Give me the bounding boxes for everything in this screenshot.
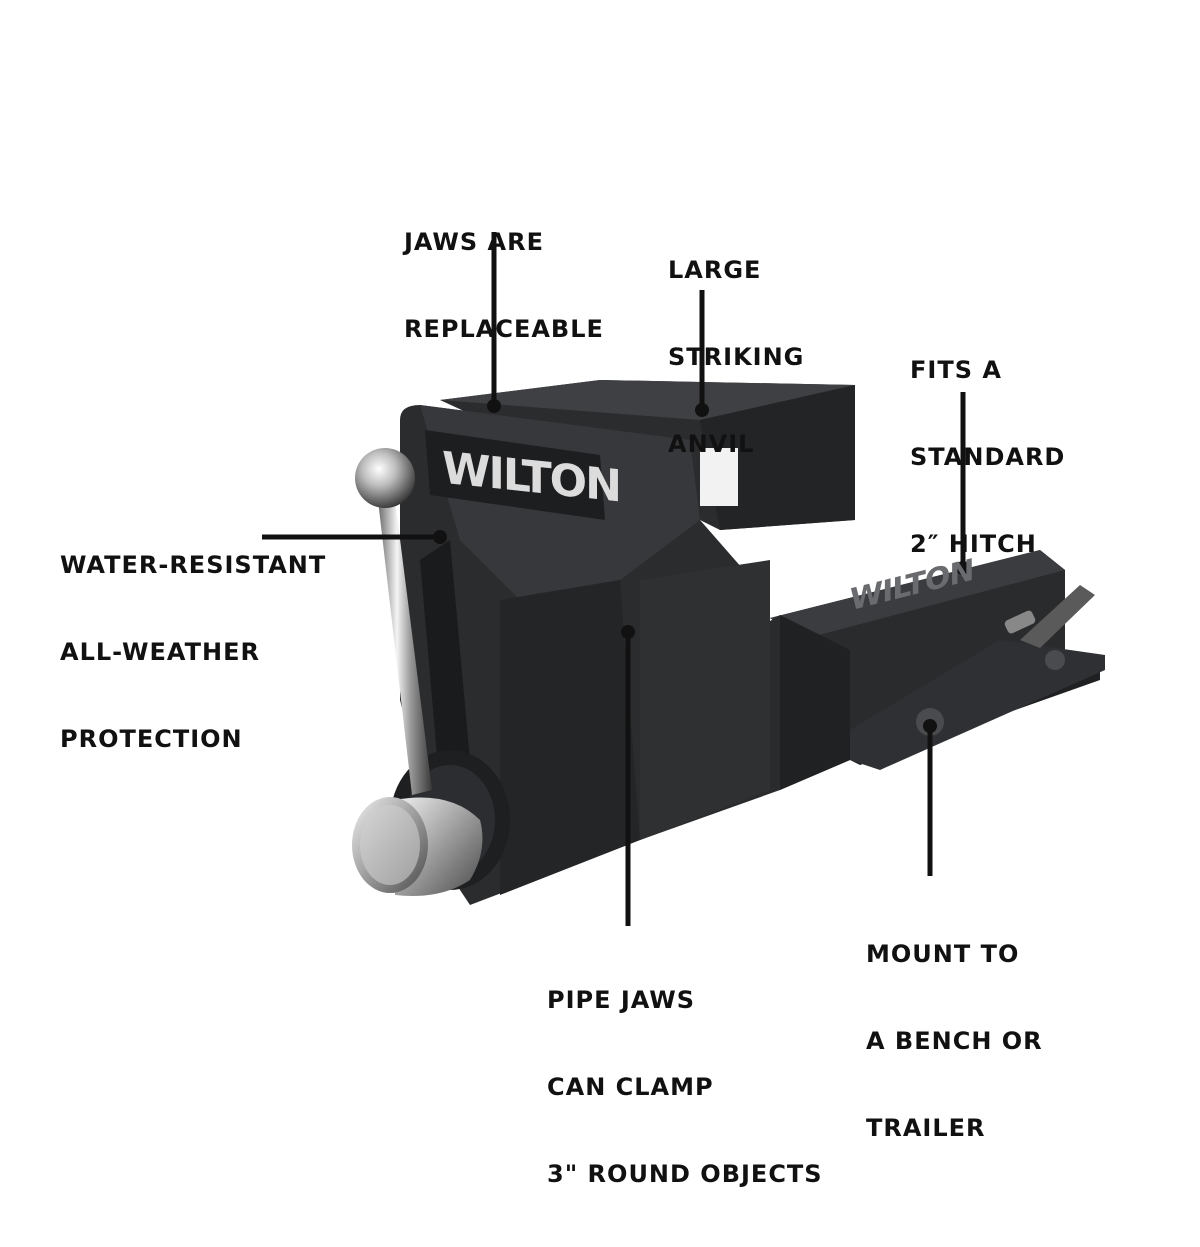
callout-mount: MOUNT TO A BENCH OR TRAILER [866,882,1043,1201]
callout-line: 3" ROUND OBJECTS [547,1160,823,1188]
hitch-bar [770,550,1105,770]
callout-line: ALL-WEATHER [60,638,260,666]
callout-line: STANDARD [910,443,1066,471]
callout-hitch: FITS A STANDARD 2″ HITCH [910,298,1065,617]
callout-pipe-jaws: PIPE JAWS CAN CLAMP 3" ROUND OBJECTS [547,928,823,1247]
vise-body [390,380,855,905]
vise-handle [352,448,483,896]
callout-line: 2″ HITCH [910,530,1037,558]
product-diagram: WILTON WILTON JAWS ARE REPLACEABLE LARGE… [60,170,1105,1201]
callout-line: LARGE [668,256,762,284]
callout-line: JAWS ARE [404,228,544,256]
callout-leaders [262,232,970,926]
callout-weather: WATER-RESISTANT ALL-WEATHER PROTECTION [60,493,326,812]
callout-striking-anvil: LARGE STRIKING ANVIL [668,198,804,517]
callout-line: PIPE JAWS [547,986,696,1014]
handle-ball-icon [355,448,415,508]
callout-jaws-replaceable: JAWS ARE REPLACEABLE [404,170,604,402]
callout-line: ANVIL [668,430,755,458]
callout-line: REPLACEABLE [404,315,604,343]
callout-line: FITS A [910,356,1002,384]
callout-line: CAN CLAMP [547,1073,714,1101]
callout-line: WATER-RESISTANT [60,551,327,579]
callout-line: MOUNT TO [866,940,1020,968]
callout-line: PROTECTION [60,725,243,753]
callout-line: TRAILER [866,1114,986,1142]
vise-illustration [262,232,1105,926]
callout-line: STRIKING [668,343,805,371]
callout-line: A BENCH OR [866,1027,1043,1055]
